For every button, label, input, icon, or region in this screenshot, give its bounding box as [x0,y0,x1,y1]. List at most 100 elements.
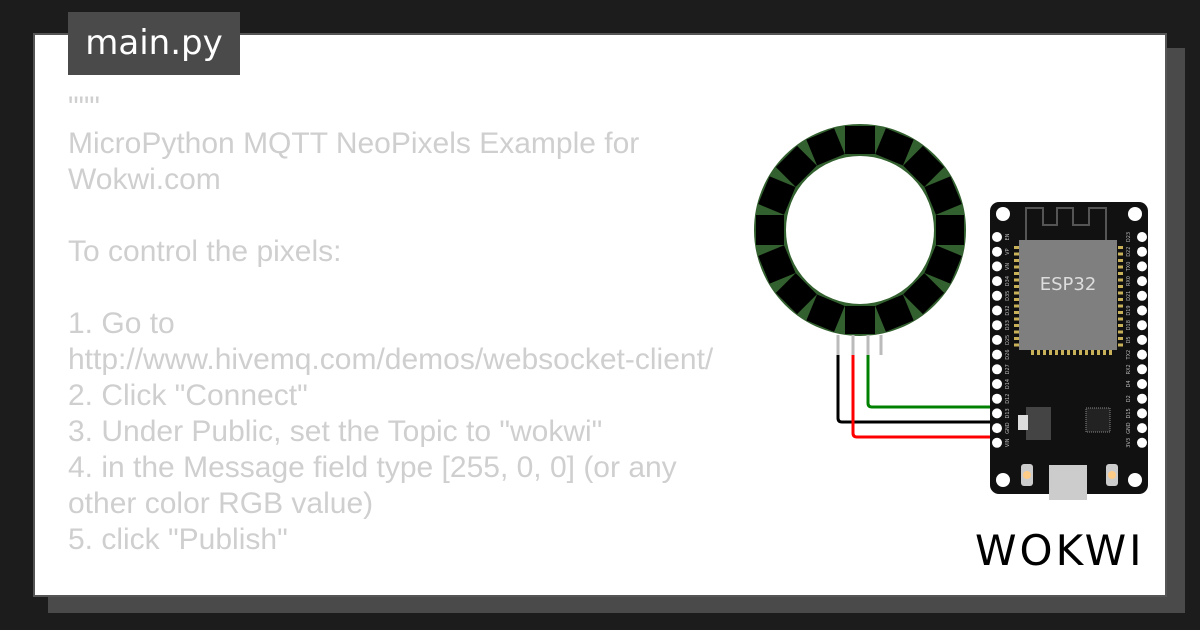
chip-pad [1103,350,1106,355]
pin-label: D14 [1005,379,1011,389]
pin-vin[interactable] [992,437,1002,448]
pin-vp[interactable] [992,246,1002,257]
neopixel-led [875,128,914,166]
pin-label: D21 [1126,291,1132,301]
neopixel-led [806,294,845,332]
pin-label: D4 [1126,380,1132,387]
wire-red[interactable] [851,355,997,439]
neopixel-led [775,273,817,315]
pin-d13[interactable] [992,408,1002,419]
code-line: 3. Under Public, set the Topic to "wokwi… [68,415,603,448]
pin-label: GND [1005,422,1011,434]
pin-label: RX0 [1126,276,1132,286]
wokwi-logo: WOKWI [975,526,1145,575]
neopixel-led [756,215,784,245]
pin-label: D27 [1005,364,1011,374]
chip-pad [1055,350,1058,355]
neopixel-led [845,126,875,154]
preview-panel [33,33,1167,597]
neopixel-led [936,215,964,245]
pin-d18[interactable] [1137,320,1147,331]
chip-pad [1118,285,1123,288]
chip-pad [1014,291,1019,295]
chip-pad [1014,272,1019,275]
pin-label: 3V3 [1126,438,1132,448]
esp32-board[interactable]: ESP32 ENVPVND34D35D32D33D25D26D27D14D12D… [990,202,1148,500]
pin-d4[interactable] [1137,379,1147,389]
pin-rx0[interactable] [1137,276,1147,287]
chip-pad [1118,246,1123,249]
pin-d34[interactable] [992,276,1002,287]
chip-pad [1118,265,1123,269]
code-line: MicroPython MQTT NeoPixels Example for W… [68,127,648,196]
code-text: """MicroPython MQTT NeoPixels Example fo… [68,90,728,558]
pin-d5[interactable] [1137,334,1147,345]
chip-pad [1109,350,1112,355]
pin-d22[interactable] [1137,246,1147,257]
code-line: 2. Click "Connect" [68,379,308,412]
pin-label: VP [1005,248,1011,254]
chip-pad [1118,252,1123,256]
wire-black[interactable] [836,355,997,424]
chip-pad [1118,259,1123,262]
pin-vn[interactable] [992,261,1002,272]
pin-d25[interactable] [992,334,1002,345]
pin-tx2[interactable] [1137,349,1147,360]
chip-pad [1043,350,1046,355]
wire-green[interactable] [866,355,997,409]
pin-d27[interactable] [992,364,1002,375]
pin-d14[interactable] [992,379,1002,389]
file-tab[interactable]: main.py [68,12,240,75]
neopixel-led [806,128,845,166]
pin-rx2[interactable] [1137,364,1147,375]
pin-label: EN [1005,233,1011,240]
chip-pad [1118,317,1123,321]
pin-label: D26 [1005,349,1011,359]
code-line: """ [68,91,100,124]
neopixel-led [924,245,962,284]
neopixel-led [758,176,796,215]
chip-pad [1014,324,1019,327]
chip-pad [1118,304,1123,308]
pin-gnd[interactable] [1137,423,1147,434]
pin-d32[interactable] [992,305,1002,316]
pin-label: D22 [1126,247,1132,257]
pin-label: D35 [1005,291,1011,301]
pin-d26[interactable] [992,349,1002,360]
pin-d2[interactable] [1137,393,1147,404]
code-line: 1. Go to http://www.hivemq.com/demos/web… [68,307,714,376]
pin-label: D33 [1005,320,1011,330]
chip-pad [1118,311,1123,314]
chip-pad [1014,330,1019,334]
pin-d33[interactable] [992,320,1002,331]
pin-d12[interactable] [992,393,1002,404]
chip-pad [1079,350,1082,355]
pin-tx0[interactable] [1137,261,1147,272]
chip-pad [1037,350,1040,355]
chip-pad [1014,337,1019,340]
pin-d23[interactable] [1137,232,1147,242]
pin-d15[interactable] [1137,408,1147,419]
chip-pad [1085,350,1088,355]
chip-pad [1014,265,1019,269]
pin-en[interactable] [992,232,1002,242]
pin-label: D34 [1005,276,1011,286]
chip-pad [1097,350,1100,355]
pin-d21[interactable] [1137,290,1147,301]
pin-gnd[interactable] [992,423,1002,434]
pin-d19[interactable] [1137,305,1147,316]
pin-d35[interactable] [992,290,1002,301]
code-line: 4. in the Message field type [255, 0, 0]… [68,451,686,520]
code-line: 5. click "Publish" [68,523,288,556]
ring-pins [836,335,883,355]
pin-label: D15 [1126,408,1132,418]
chip-pad [1118,330,1123,334]
chip-pad [1014,343,1019,347]
pin-3v3[interactable] [1137,437,1147,448]
neopixel-ring[interactable] [754,124,966,336]
chip-pad [1014,252,1019,256]
chip-label: ESP32 [1040,274,1097,295]
chip-pad [1118,278,1123,282]
chip-pad [1118,337,1123,340]
